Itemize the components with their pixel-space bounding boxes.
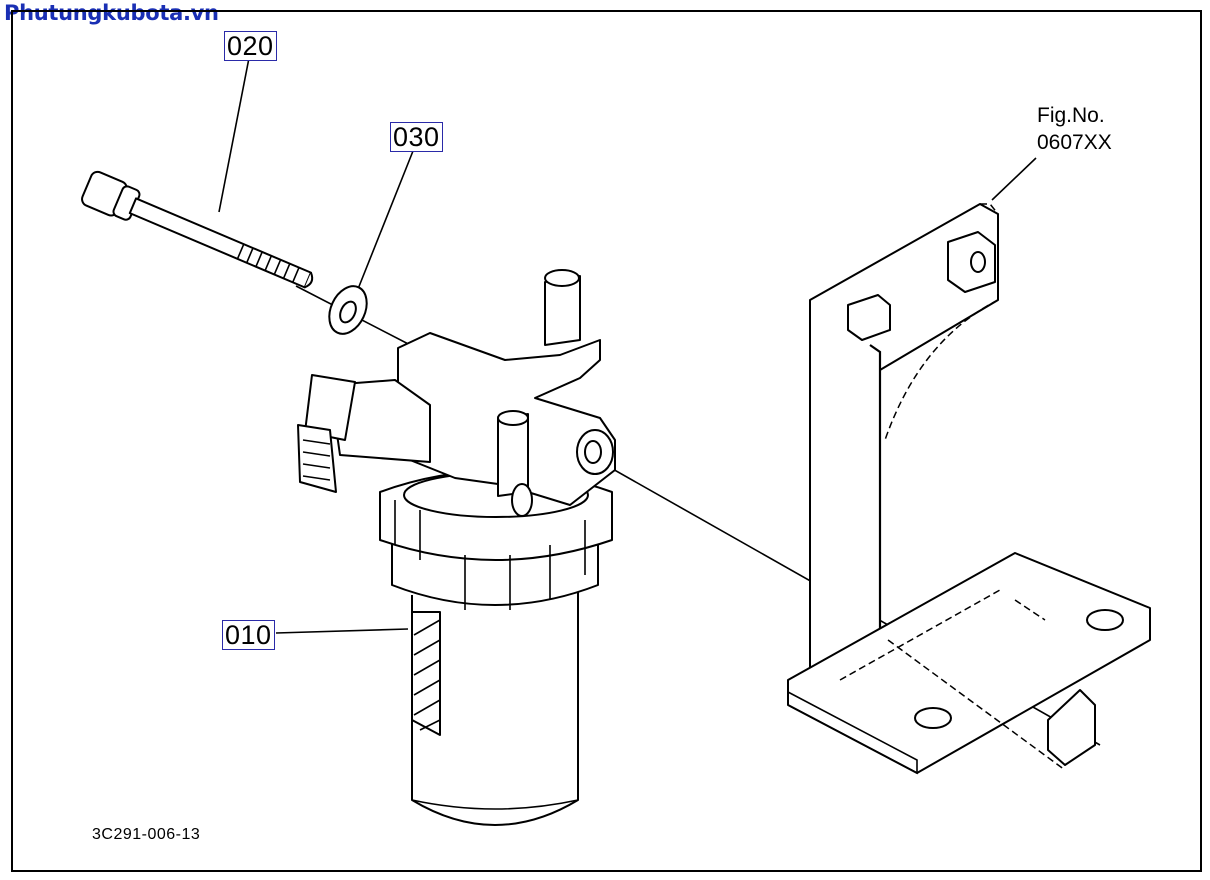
callout-010[interactable]: 010 <box>222 620 275 650</box>
bolt-part <box>81 170 314 289</box>
leader-fig <box>991 157 1037 201</box>
leader-020 <box>218 57 250 213</box>
mounting-bracket <box>787 203 1151 775</box>
site-title[interactable]: Phutungkubota.vn <box>4 1 219 25</box>
fig-label: Fig.No. <box>1037 104 1105 127</box>
filter-head <box>297 269 616 517</box>
leader-010 <box>275 628 409 634</box>
drawing-frame <box>11 10 1202 872</box>
callout-020[interactable]: 020 <box>224 31 277 61</box>
filter-bowl <box>411 590 579 826</box>
washer-part <box>328 285 368 335</box>
leader-lines <box>218 57 1037 634</box>
hidden-lines <box>839 203 1066 771</box>
drawing-id: 3C291-006-13 <box>92 826 201 843</box>
leader-030 <box>355 150 414 295</box>
callout-030[interactable]: 030 <box>390 122 443 152</box>
fig-number: 0607XX <box>1037 131 1112 154</box>
